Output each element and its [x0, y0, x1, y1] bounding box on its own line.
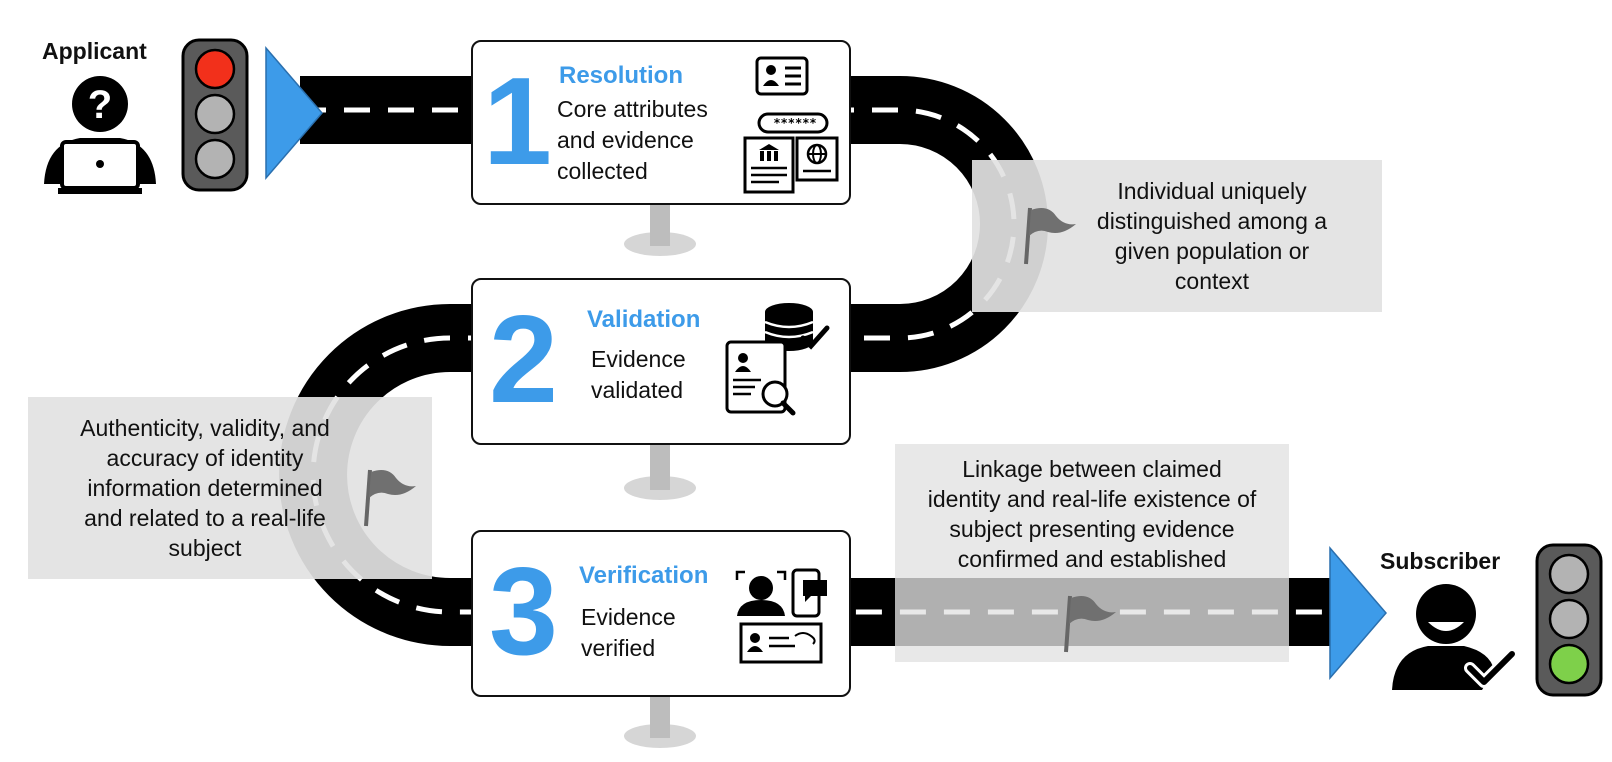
callout-2-line-3: information determined: [87, 475, 323, 501]
sign-post-1: [624, 200, 696, 256]
flag-icon: [364, 469, 416, 527]
subscriber-check-icon: [1392, 584, 1518, 690]
database-document-check-icon: [725, 303, 830, 416]
id-card-icon: [755, 56, 809, 96]
callout-2-line-4: and related to a real-life: [84, 505, 326, 531]
callout-3-line-3: subject presenting evidence: [949, 516, 1235, 542]
flag-icon: [1064, 595, 1116, 653]
applicant-label: Applicant: [42, 38, 147, 64]
password-field-icon: [757, 112, 829, 134]
step-1-desc-line-1: Core attributes: [557, 96, 708, 122]
step-2-desc-line-2: validated: [591, 377, 684, 403]
face-scan-icon: [735, 570, 787, 616]
passport-icon: [795, 136, 839, 182]
step-3-number: 3: [489, 543, 558, 681]
applicant-question-laptop-icon: ?: [44, 76, 156, 194]
end-arrow: [1329, 545, 1387, 681]
callout-3-line-1: Linkage between claimed: [962, 456, 1222, 482]
sign-post-3: [624, 694, 696, 748]
step-2-number: 2: [489, 291, 558, 429]
callout-2-line-5: subject: [168, 535, 242, 561]
step-2-title: Validation: [587, 306, 701, 333]
step-3-desc-line-1: Evidence: [581, 604, 676, 630]
step-1-desc-line-3: collected: [557, 158, 648, 184]
official-document-icon: [743, 136, 795, 194]
step-1-number: 1: [483, 53, 552, 191]
step-3-verification-sign: 3 Verification Evidence verified: [471, 530, 851, 697]
password-mask-text: ******: [773, 116, 817, 130]
step-1-description: Core attributes and evidence collected: [557, 94, 708, 187]
phone-message-icon: [791, 568, 827, 618]
step-1-desc-line-2: and evidence: [557, 127, 694, 153]
svg-text:?: ?: [88, 83, 112, 127]
step-2-description: Evidence validated: [591, 344, 686, 406]
callout-uniqueness: Individual uniquely distinguished among …: [972, 160, 1382, 312]
step-3-desc-line-2: verified: [581, 635, 656, 661]
step-1-resolution-sign: 1 Resolution Core attributes and evidenc…: [471, 40, 851, 205]
callout-1-line-2: distinguished among a: [1096, 208, 1328, 234]
step-1-title: Resolution: [559, 62, 683, 89]
callout-linkage: Linkage between claimed identity and rea…: [895, 444, 1289, 662]
callout-1-line-4: context: [1174, 268, 1250, 294]
traffic-light-green: [1535, 543, 1603, 697]
step-3-description: Evidence verified: [581, 602, 676, 664]
step-2-validation-sign: 2 Validation Evidence validated: [471, 278, 851, 445]
id-documents-icon: [743, 56, 839, 194]
callout-authenticity: Authenticity, validity, and accuracy of …: [28, 397, 432, 579]
step-3-title: Verification: [579, 562, 709, 589]
callout-3-line-2: identity and real-life existence of: [927, 486, 1257, 512]
callout-2-line-1: Authenticity, validity, and: [80, 415, 330, 441]
step-2-desc-line-1: Evidence: [591, 346, 686, 372]
id-card-icon: [739, 622, 823, 664]
flag-icon: [1024, 207, 1076, 265]
subscriber-label: Subscriber: [1380, 548, 1501, 574]
traffic-light-red: [181, 38, 249, 192]
document-magnifier-icon: [725, 340, 796, 416]
start-arrow: [265, 45, 323, 181]
callout-1-line-1: Individual uniquely: [1117, 178, 1307, 204]
callout-2-line-2: accuracy of identity: [106, 445, 304, 471]
callout-3-line-4: confirmed and established: [957, 546, 1227, 572]
callout-1-line-3: given population or: [1114, 238, 1310, 264]
sign-post-2: [624, 442, 696, 500]
face-phone-id-verification-icon: [735, 568, 827, 664]
